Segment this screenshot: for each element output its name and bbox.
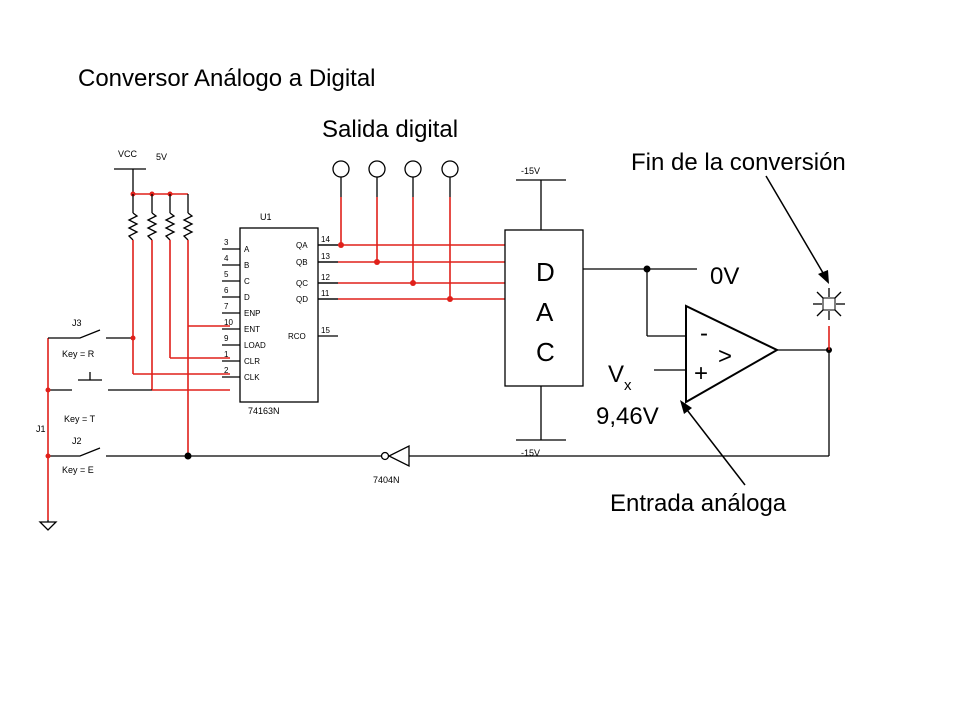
vcc-label: VCC (118, 149, 138, 159)
digital-output-label: Salida digital (322, 116, 458, 143)
comparator: - + > (685, 304, 832, 404)
counter-part-label: 74163N (248, 406, 280, 416)
vcc-supply: VCC 5V (114, 149, 167, 194)
probe-qa (332, 160, 350, 248)
end-of-conversion-label: Fin de la conversión (631, 149, 846, 176)
counter-pin-name: QA (296, 241, 308, 250)
zero-volt-label: 0V (710, 263, 739, 290)
switch-j1-label: J1 (36, 424, 46, 434)
pullup-bus (130, 191, 188, 197)
probe-qc (404, 160, 422, 286)
counter-pin-name: LOAD (244, 341, 266, 350)
eoc-arrow (765, 175, 829, 284)
dac-letter-a: A (536, 297, 554, 327)
pullup-resistors (127, 194, 194, 241)
counter-output-bus (318, 244, 505, 300)
counter-pin-number: 12 (321, 273, 330, 282)
counter-pin-name: CLR (244, 357, 260, 366)
vx-label: Vx (608, 361, 632, 394)
switch-t-key: Key = T (64, 414, 96, 424)
counter-pin-number: 11 (321, 289, 330, 298)
counter-pin-name: CLK (244, 373, 260, 382)
counter-pin-number: 3 (224, 238, 229, 247)
dac-top-supply-label: -15V (521, 166, 540, 176)
counter-pin-name: QB (296, 258, 308, 267)
switch-j2-key: Key = E (62, 465, 94, 475)
comparator-minus: - (700, 320, 708, 347)
counter-pin-number: 2 (224, 366, 229, 375)
switch-area: J3 Key = R Key = T J1 J2 Key = E (36, 318, 188, 531)
digital-output-probes (332, 160, 459, 302)
dac-bottom-supply-label: -15V (521, 448, 540, 458)
vcc-value-label: 5V (156, 152, 167, 162)
counter-pin-name: QD (296, 295, 308, 304)
dac-block: D A C -15V -15V (504, 166, 584, 458)
switch-j3-key: Key = R (62, 349, 95, 359)
switch-j2-label: J2 (72, 436, 82, 446)
counter-pin-name: B (244, 261, 249, 270)
counter-pin-name: D (244, 293, 250, 302)
inverter-part-label: 7404N (373, 475, 400, 485)
counter-pin-number: 5 (224, 270, 229, 279)
counter-pin-name: QC (296, 279, 308, 288)
page-title: Conversor Análogo a Digital (78, 65, 376, 92)
counter-pin-name: C (244, 277, 250, 286)
counter-pin-number: 4 (224, 254, 229, 263)
counter-pin-number: 14 (321, 235, 330, 244)
counter-pin-number: 7 (224, 302, 229, 311)
comparator-plus: + (694, 360, 708, 387)
counter-pin-number: 10 (224, 318, 233, 327)
counter-pin-name: A (244, 245, 250, 254)
counter-pin-name: RCO (288, 332, 306, 341)
counter-ref: U1 (260, 212, 272, 222)
vx-value-label: 9,46V (596, 403, 659, 430)
counter-pin-number: 1 (224, 350, 229, 359)
dac-letter-c: C (536, 337, 555, 367)
lamp-icon (813, 288, 845, 350)
pullup-wires (132, 240, 230, 456)
probe-qd (441, 160, 459, 302)
counter-pin-name: ENT (244, 325, 260, 334)
probe-qb (368, 160, 386, 265)
analog-input-label: Entrada análoga (610, 490, 787, 517)
comparator-symbol: > (718, 343, 732, 370)
dac-letter-d: D (536, 257, 555, 287)
counter-pin-number: 15 (321, 326, 330, 335)
analog-input-arrow (680, 400, 746, 486)
feedback-wire: 7404N (184, 350, 830, 485)
dac-output-wire (583, 265, 697, 371)
counter-pin-name: ENP (244, 309, 260, 318)
ground-icon (38, 520, 58, 531)
counter-pin-number: 9 (224, 334, 229, 343)
switch-j3-label: J3 (72, 318, 82, 328)
counter-pin-number: 13 (321, 252, 330, 261)
counter-pin-number: 6 (224, 286, 229, 295)
